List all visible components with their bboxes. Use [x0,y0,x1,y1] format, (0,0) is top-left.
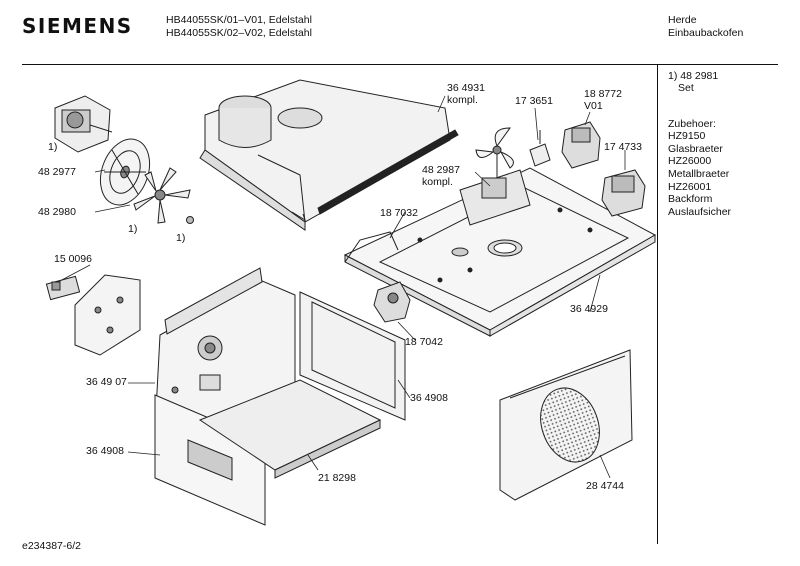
connector-block [45,275,81,301]
cooling-fan-blade [475,127,514,180]
part-label-36-4931-kompl: kompl. [447,94,478,106]
cooling-duct-cover [199,79,459,231]
part-label-18-7032: 18 7032 [380,207,418,219]
lamp-holder [373,281,411,323]
footnote-text: Set [678,82,694,94]
part-label-48-2980: 48 2980 [38,206,76,218]
part-label-48-2977: 48 2977 [38,166,76,178]
thermostat-switch [529,130,551,167]
part-label-15-0096: 15 0096 [54,253,92,265]
fan-blade [133,167,194,224]
part-label-36-4931: 36 4931 [447,82,485,94]
part-label-18-8772-v01: V01 [584,100,603,112]
oven-top-plate [343,167,657,337]
footnote-marker: 1) [176,232,185,244]
transformer-block [601,169,646,217]
accessory-item: HZ9150 [668,130,706,142]
control-relay [561,121,601,169]
footnote-ref: 1) 48 2981 [668,70,719,82]
model-line-2: HB44055SK/02–V02, Edelstahl [166,27,312,39]
accessory-item: Metallbraeter [668,168,730,180]
sidebar-divider [657,64,658,544]
footnote-marker: 1) [48,141,57,153]
accessory-item: HZ26000 [668,155,712,167]
control-bracket [74,274,141,356]
part-label-36-49-07: 36 49 07 [86,376,127,388]
brand-logo: SIEMENS [22,14,133,38]
part-label-17-4733: 17 4733 [604,141,642,153]
part-label-36-4929: 36 4929 [570,303,608,315]
part-label-36-4908: 36 4908 [410,392,448,404]
accessory-item: Auslaufsicher [668,206,732,218]
part-label-18-7042: 18 7042 [405,336,443,348]
fan-motor [54,95,113,153]
rear-panel [499,349,633,501]
accessory-item: Glasbraeter [668,143,723,155]
part-label-36-4908: 36 4908 [86,445,124,457]
header-rule [22,64,658,65]
accessory-item: HZ26001 [668,181,712,193]
document-id: e234387-6/2 [22,540,81,552]
header-rule-right [658,64,778,65]
fan-cover-ring [99,138,151,206]
part-label-18-8772: 18 8772 [584,88,622,100]
footnote-marker: 1) [128,223,137,235]
leader-lines [57,95,626,479]
cavity-bottom [198,379,382,479]
part-label-48-2987: 48 2987 [422,164,460,176]
part-label-17-3651: 17 3651 [515,95,553,107]
cavity-right-wall [299,291,406,421]
accessories-title: Zubehoer: [668,118,716,130]
part-label-21-8298: 21 8298 [318,472,356,484]
part-label-28-4744: 28 4744 [586,480,624,492]
model-line-1: HB44055SK/01–V01, Edelstahl [166,14,312,26]
part-label-48-2987-kompl: kompl. [422,176,453,188]
category-line-2: Einbaubackofen [668,27,744,39]
category-line-1: Herde [668,14,697,26]
accessory-item: Backform [668,193,713,205]
